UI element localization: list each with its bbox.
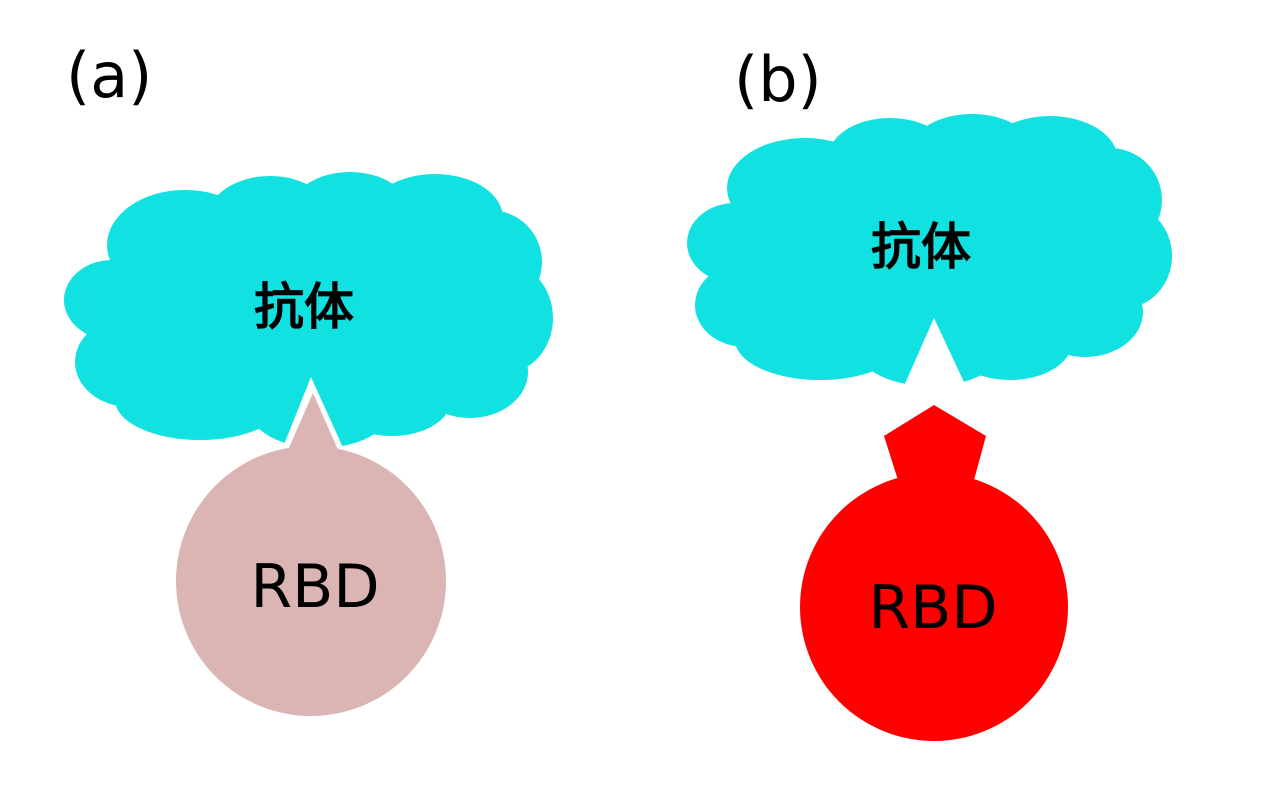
panel-b-label: (b): [734, 43, 822, 116]
panel-a-rbd: [176, 393, 446, 716]
panel-b-antibody-label: 抗体: [871, 218, 971, 276]
panel-b-rbd: [800, 405, 1068, 741]
panel-b-antibody-cloud: [687, 114, 1172, 395]
panel-a-antibody-label: 抗体: [254, 278, 354, 336]
panel-b: (b) 抗体: [687, 43, 1172, 741]
panel-a-antibody-cloud: [64, 172, 553, 452]
panel-a: (a) 抗体: [64, 39, 553, 716]
panel-a-rbd-label: RBD: [250, 552, 379, 622]
panel-a-label: (a): [66, 39, 152, 112]
panel-b-rbd-label: RBD: [868, 573, 997, 643]
